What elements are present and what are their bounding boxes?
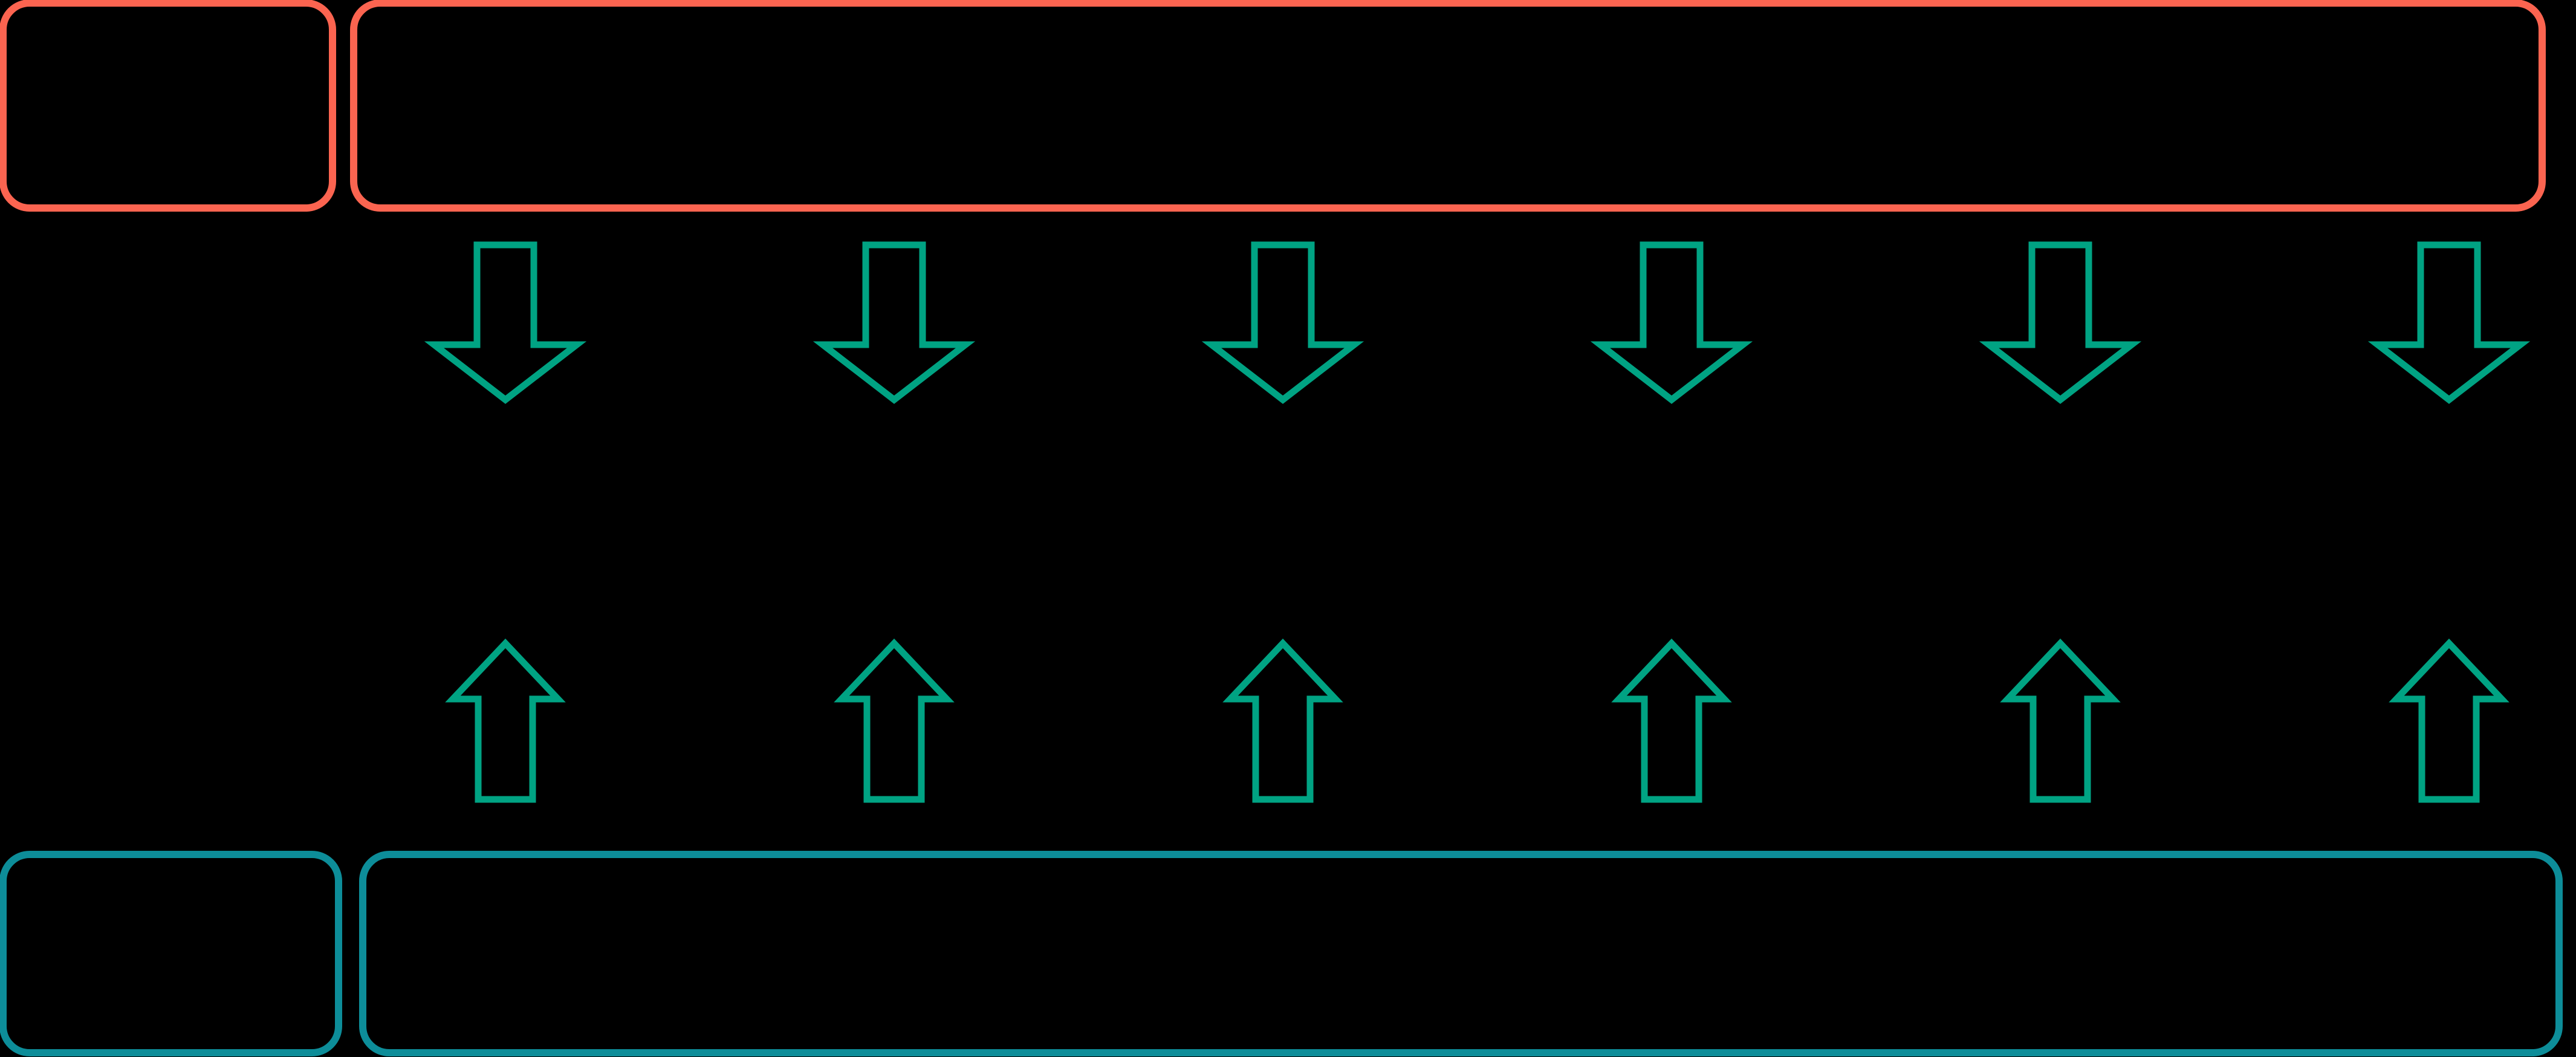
down-arrow-row (424, 241, 2531, 404)
bottom-band-left-box[interactable] (0, 851, 342, 1056)
top-band-row (0, 0, 2546, 212)
bottom-band-row (0, 851, 2563, 1056)
arrow-down-icon (2367, 241, 2531, 404)
bottom-band-main-box[interactable] (359, 851, 2563, 1056)
arrow-down-icon (1590, 241, 1753, 404)
arrow-up-icon (2389, 638, 2509, 803)
arrow-up-icon (1222, 638, 1343, 803)
arrow-up-icon (1611, 638, 1732, 803)
up-arrow-row (445, 638, 2509, 803)
top-band-main-box[interactable] (350, 0, 2546, 212)
arrow-up-icon (834, 638, 955, 803)
top-band-left-box[interactable] (0, 0, 336, 212)
arrow-down-icon (813, 241, 976, 404)
arrow-up-icon (2000, 638, 2121, 803)
arrow-down-icon (424, 241, 587, 404)
arrow-up-icon (445, 638, 566, 803)
arrow-down-icon (1201, 241, 1364, 404)
arrow-down-icon (1979, 241, 2142, 404)
